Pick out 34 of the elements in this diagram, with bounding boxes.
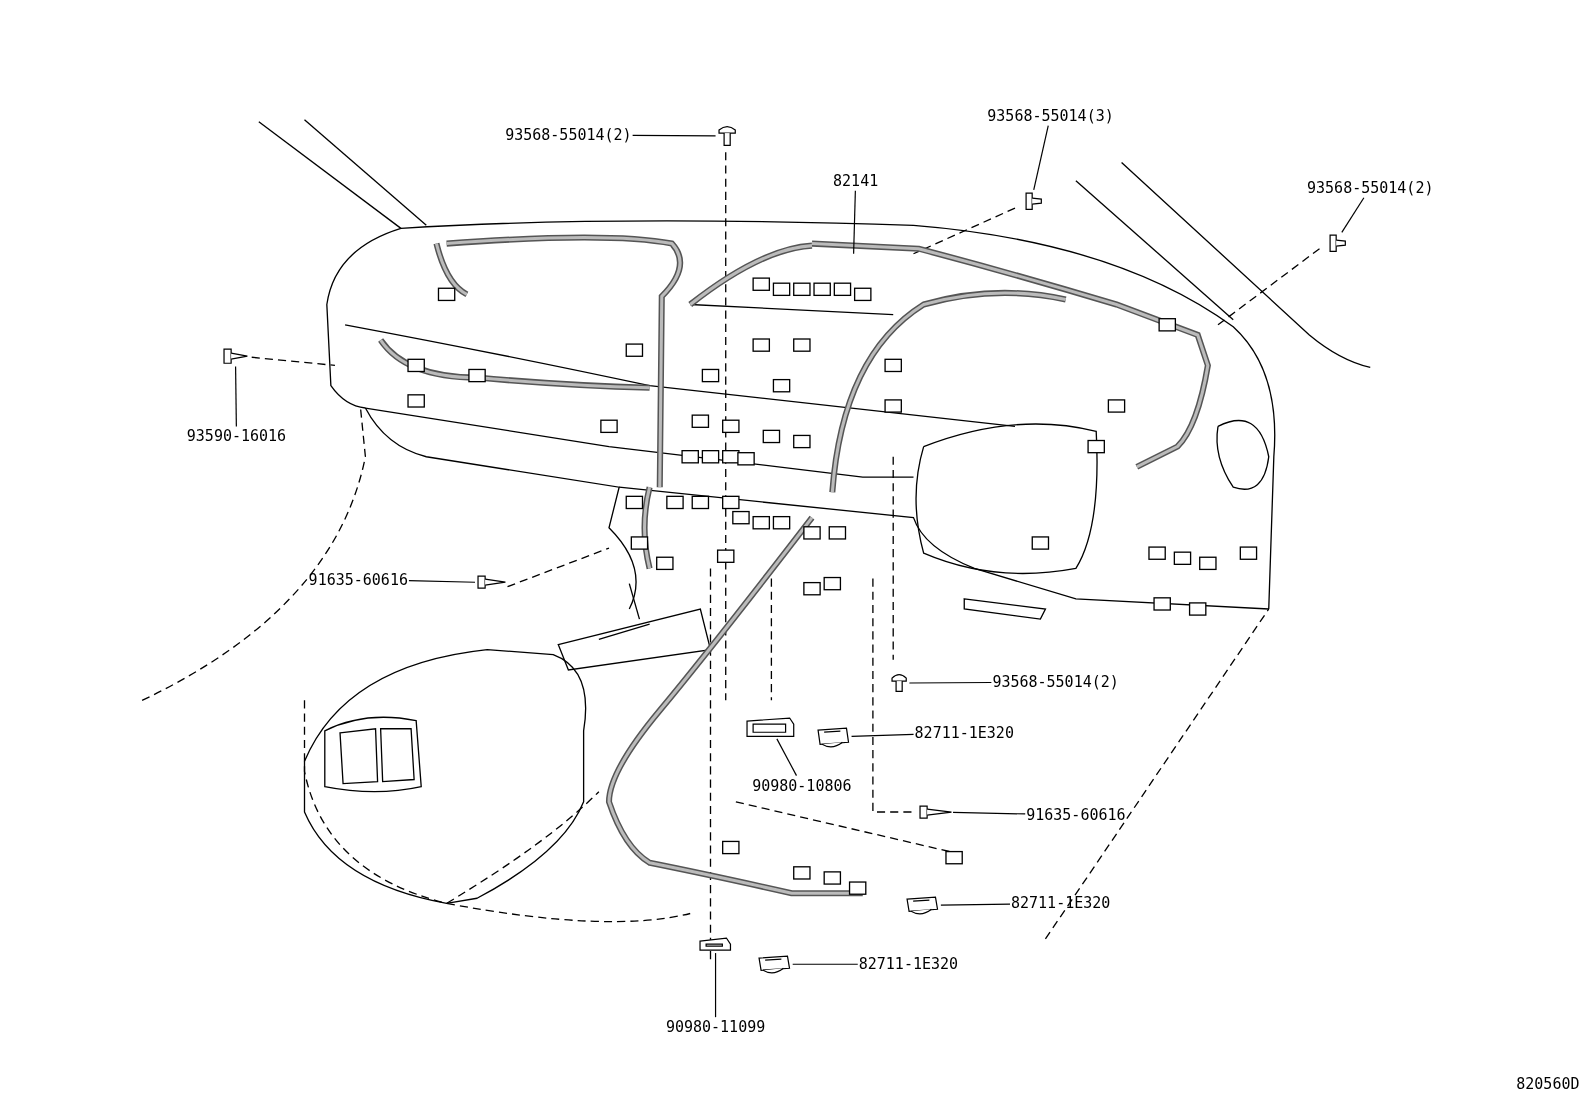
clip-icon: [716, 124, 737, 148]
part-number: 93590-16016: [186, 427, 287, 446]
part-number: 90980-10806: [752, 776, 852, 795]
part-number: 93568-55014(3): [987, 106, 1114, 125]
leader-line: [776, 738, 798, 777]
part-number: 93568-55014(2): [505, 126, 632, 144]
leader-line: [1033, 125, 1049, 191]
leader-line: [632, 134, 717, 137]
connector-icon: [745, 715, 796, 738]
part-number: 91635-60616: [1026, 806, 1126, 825]
leader-line: [908, 681, 992, 684]
clip-icon: [890, 672, 909, 694]
leader-line: [850, 733, 915, 737]
part-number: 82141: [833, 171, 879, 190]
part-number: 93568-55014(2): [1307, 178, 1434, 197]
part-number: 91635-60616: [308, 570, 408, 589]
leader-line: [940, 903, 1011, 906]
leader-line: [853, 190, 856, 255]
leader-line: [408, 580, 476, 583]
part-number: 82711-1E320: [858, 955, 959, 974]
part-number: 93568-55014(2): [992, 673, 1119, 692]
connector-icon: [698, 935, 733, 953]
part-number: 82711-1E320: [914, 723, 1014, 742]
leader-line: [714, 952, 717, 1018]
screw-icon: [222, 347, 249, 366]
leader-line: [792, 963, 859, 965]
leader-line: [235, 365, 237, 428]
screw-icon: [476, 574, 507, 591]
leader-line: [952, 811, 1026, 815]
screw-icon: [917, 803, 953, 821]
leader-line: [1341, 197, 1365, 234]
figure-code: 820560D: [1516, 1075, 1580, 1093]
part-number: 82711-1E320: [1011, 894, 1111, 913]
part-number: 90980-11099: [665, 1018, 766, 1037]
